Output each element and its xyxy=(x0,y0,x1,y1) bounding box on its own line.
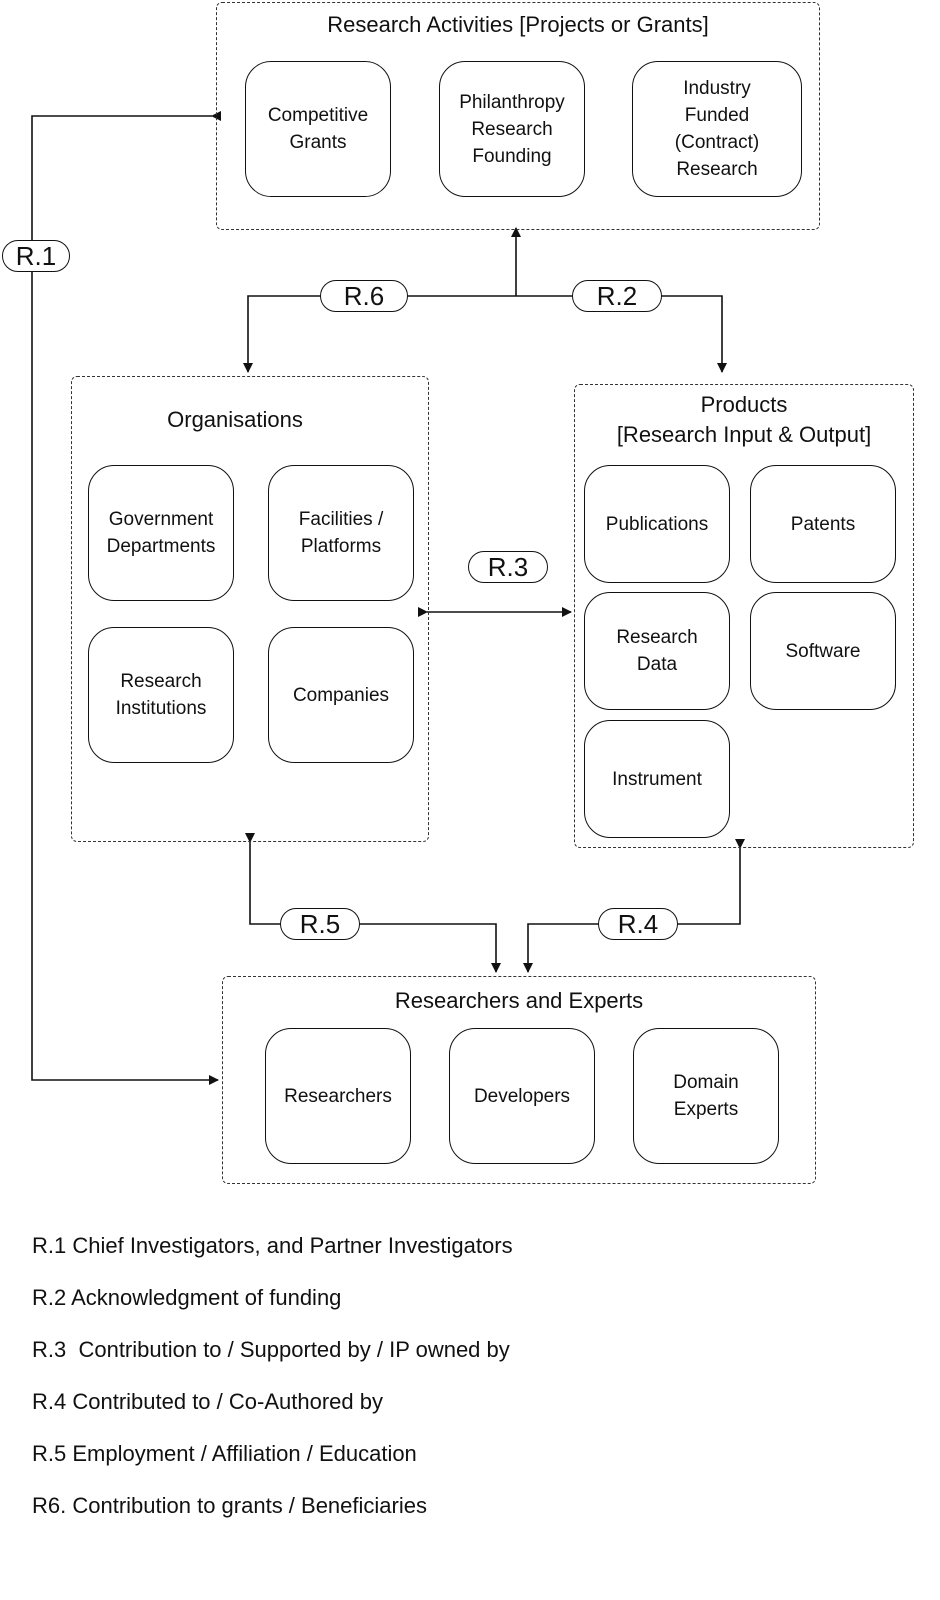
node-facilities-platforms: Facilities / Platforms xyxy=(268,465,414,601)
relation-label-r5: R.5 xyxy=(280,908,360,940)
legend-item-r4: R.4 Contributed to / Co-Authored by xyxy=(32,1389,383,1414)
research-activities-group xyxy=(216,2,820,230)
r1-connector xyxy=(31,111,221,1085)
legend-item-r5: R.5 Employment / Affiliation / Education xyxy=(32,1441,417,1466)
r6-connector xyxy=(243,295,516,373)
legend-item-r1: R.1 Chief Investigators, and Partner Inv… xyxy=(32,1233,513,1258)
node-patents: Patents xyxy=(750,465,896,583)
node-industry-funded-research: Industry Funded (Contract) Research xyxy=(632,61,802,197)
researchers-experts-group xyxy=(222,976,816,1184)
relation-label-r3: R.3 xyxy=(468,551,548,583)
relation-label-r4: R.4 xyxy=(598,908,678,940)
node-research-data: Research Data xyxy=(584,592,730,710)
researchers-experts-title: Researchers and Experts xyxy=(394,988,644,1013)
node-research-institutions: Research Institutions xyxy=(88,627,234,763)
organisations-group xyxy=(71,376,429,842)
research-activities-title: Research Activities [Projects or Grants] xyxy=(327,12,709,37)
node-instrument: Instrument xyxy=(584,720,730,838)
products-title: Products [Research Input & Output] xyxy=(616,392,872,447)
legend-item-r2: R.2 Acknowledgment of funding xyxy=(32,1285,342,1310)
node-domain-experts: Domain Experts xyxy=(633,1028,779,1164)
organisations-title: Organisations xyxy=(167,407,303,432)
node-competitive-grants: Competitive Grants xyxy=(245,61,391,197)
node-companies: Companies xyxy=(268,627,414,763)
node-developers: Developers xyxy=(449,1028,595,1164)
r5-connector xyxy=(245,833,501,973)
products-group xyxy=(574,384,914,848)
relation-label-r2: R.2 xyxy=(572,280,662,312)
relation-label-r1: R.1 xyxy=(2,240,70,272)
node-publications: Publications xyxy=(584,465,730,583)
node-government-departments: Government Departments xyxy=(88,465,234,601)
node-philanthropy-research: Philanthropy Research Founding xyxy=(439,61,585,197)
relation-label-r6: R.6 xyxy=(320,280,408,312)
relation-legend: R.1 Chief Investigators, and Partner Inv… xyxy=(32,1226,513,1538)
node-software: Software xyxy=(750,592,896,710)
node-researchers: Researchers xyxy=(265,1028,411,1164)
legend-item-r6: R6. Contribution to grants / Beneficiari… xyxy=(32,1493,427,1518)
legend-item-r3: R.3 Contribution to / Supported by / IP … xyxy=(32,1337,510,1362)
